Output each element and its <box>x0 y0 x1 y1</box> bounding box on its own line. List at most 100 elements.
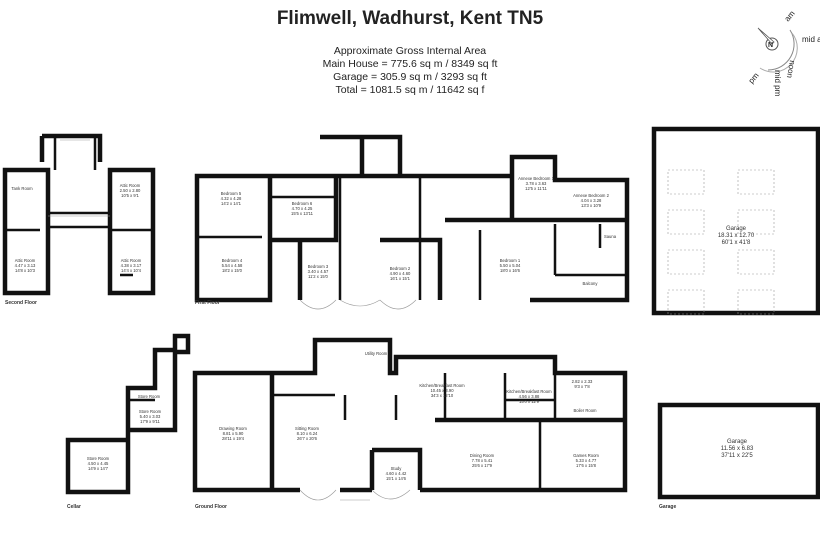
floor-label-first: First Floor <box>195 300 220 306</box>
skylight <box>737 169 775 195</box>
floor-label-ground: Ground Floor <box>195 504 227 510</box>
skylight <box>667 289 705 315</box>
room-metric: 5.50 x 5.04 <box>500 263 521 268</box>
room-imperial: 17'6 x 15'8 <box>576 463 597 468</box>
room-name: Boiler Room <box>573 408 597 413</box>
room-name: Bedroom 3 <box>308 264 329 269</box>
room-metric: 4.56 x 3.88 <box>519 394 540 399</box>
room-imperial: 18'0 x 16'6 <box>500 268 521 273</box>
room-name: Bedroom 2 <box>390 266 411 271</box>
room-imperial: 9'3 x 7'8 <box>574 384 590 389</box>
room-imperial: 17'9 x 9'11 <box>140 419 160 424</box>
room-label: Utility Room <box>365 351 388 356</box>
room-name: Games Room <box>573 453 599 458</box>
room-imperial: 15'0 x 12'9 <box>519 399 540 404</box>
skylight <box>737 249 775 275</box>
compass-mid-am: mid am <box>802 35 820 44</box>
room-imperial: 10'5 x 9'1 <box>121 193 139 198</box>
room-name: Balcony <box>583 281 599 286</box>
room-metric: 4.90 x 4.60 <box>390 271 411 276</box>
room-metric: 4.38 x 3.17 <box>121 263 142 268</box>
area-heading: Approximate Gross Internal Area <box>333 45 487 57</box>
compass-icon: N am mid am noon mid pm pm <box>747 9 820 97</box>
room-name: Attic Room <box>120 183 141 188</box>
room-name: Bedroom 5 <box>221 191 242 196</box>
room-metric: 8.10 x 6.24 <box>297 431 318 436</box>
cellar-plan: Cellar <box>65 333 191 510</box>
room-metric: 2.50 x 2.80 <box>120 188 141 193</box>
first-floor-plan: First Floor <box>194 134 630 310</box>
room-imperial: 37'11 x 22'5 <box>721 453 753 459</box>
compass-mid-pm: mid pm <box>773 70 782 97</box>
room-name: Study <box>391 466 403 471</box>
room-name: Drawing Room <box>219 426 247 431</box>
room-imperial: 14'2 x 14'1 <box>221 201 242 206</box>
floor-label-cellar: Cellar <box>67 504 81 510</box>
room-name: Bedroom 6 <box>292 201 313 206</box>
room-name: Annexe Bedroom 2 <box>573 193 610 198</box>
room-imperial: 18'2 x 15'0 <box>222 268 243 273</box>
room-label: Balcony <box>583 281 599 286</box>
room-metric: 2.82 x 2.33 <box>572 379 593 384</box>
area-main-house: Main House = 775.6 sq m / 8349 sq ft <box>322 58 498 70</box>
room-imperial: 26'7 x 20'6 <box>297 436 318 441</box>
room-metric: 4.47 x 3.13 <box>15 263 36 268</box>
room-name: Store Room <box>138 394 161 399</box>
room-imperial: 60'1 x 41'8 <box>722 240 751 246</box>
room-label: Boiler Room <box>573 408 597 413</box>
room-name: Garage <box>726 226 747 232</box>
room-metric: 4.60 x 4.42 <box>386 471 407 476</box>
room-imperial: 14'8 x 10'3 <box>15 268 36 273</box>
room-metric: 4.50 x 4.45 <box>88 461 109 466</box>
room-imperial: 12'5 x 11'11 <box>525 186 547 191</box>
room-name: Bedroom 4 <box>222 258 243 263</box>
second-floor-plan: Second Floor <box>2 133 156 306</box>
room-name: Dining Room <box>470 453 495 458</box>
skylight <box>737 209 775 235</box>
room-imperial: 28'11 x 19'4 <box>222 436 245 441</box>
room-metric: 5.40 x 3.03 <box>140 414 161 419</box>
room-name: Tank Room <box>11 186 33 191</box>
garage-plan: Garage <box>657 402 820 510</box>
room-name: Garage <box>727 439 748 445</box>
compass-am: am <box>783 9 797 24</box>
room-imperial: 16'1 x 15'1 <box>390 276 411 281</box>
floor-label-second: Second Floor <box>5 300 37 306</box>
room-metric: 18.31 x 12.70 <box>718 233 755 239</box>
garage-main-plan <box>651 126 820 316</box>
room-label: 2.82 x 2.339'3 x 7'8 <box>572 379 593 389</box>
room-name: Store Room <box>87 456 110 461</box>
room-metric: 7.78 x 5.41 <box>472 458 493 463</box>
room-imperial: 11'2 x 15'0 <box>308 274 328 279</box>
room-imperial: 14'9 x 14'7 <box>88 466 109 471</box>
room-metric: 5.54 x 4.58 <box>222 263 243 268</box>
room-metric: 3.40 x 4.57 <box>308 269 329 274</box>
room-name: Utility Room <box>365 351 388 356</box>
compass-pm: pm <box>747 71 761 86</box>
room-label: Store Room <box>138 394 161 399</box>
room-metric: 11.56 x 6.83 <box>721 446 754 452</box>
room-name: Bedroom 1 <box>500 258 521 263</box>
compass-noon: noon <box>785 60 797 79</box>
room-name: Attic Room <box>121 258 142 263</box>
room-name: Sauna <box>604 234 617 239</box>
room-metric: 4.70 x 4.25 <box>292 206 313 211</box>
